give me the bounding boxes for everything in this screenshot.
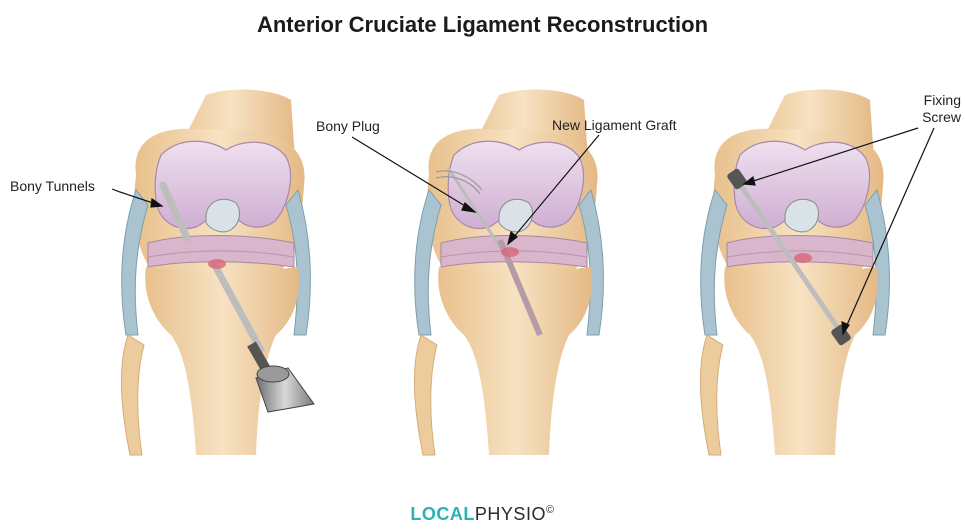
knee-panel-tunnels — [121, 90, 314, 455]
knee-panel-screw — [700, 90, 889, 455]
logo-copyright-mark: © — [546, 504, 555, 516]
label-bony-tunnels: Bony Tunnels — [10, 178, 95, 195]
label-fixing-screw-line2: Screw — [905, 109, 961, 126]
knee-panel-graft — [414, 90, 603, 455]
label-fixing-screw-line1: Fixing — [905, 92, 961, 109]
brand-logo: LOCALPHYSIO© — [0, 504, 965, 525]
label-fixing-screw: Fixing Screw — [905, 92, 961, 126]
logo-physio: PHYSIO — [475, 504, 546, 524]
label-new-ligament-graft: New Ligament Graft — [552, 117, 677, 134]
logo-local: LOCAL — [410, 504, 475, 524]
label-bony-plug: Bony Plug — [316, 118, 380, 135]
